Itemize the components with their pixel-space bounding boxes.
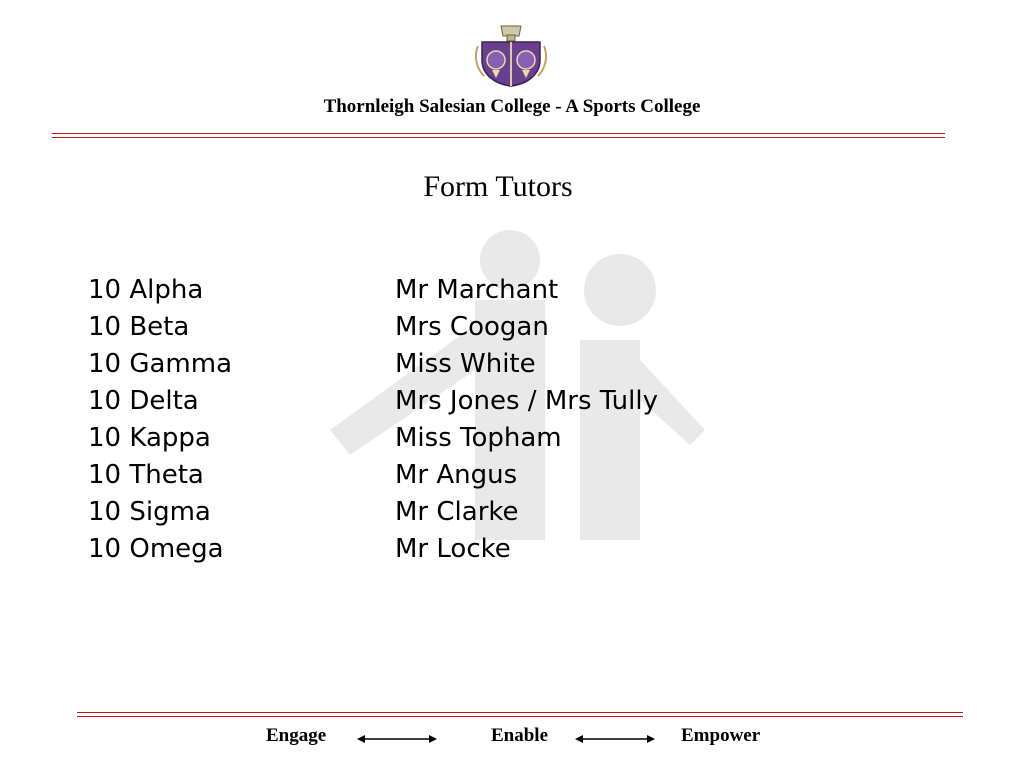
form-name: 10 Beta [88,312,190,342]
list-item: 10 Theta Mr Angus [88,457,788,494]
tutor-name: Mr Locke [395,534,511,564]
double-arrow-icon [575,735,655,743]
college-crest-icon [475,25,547,87]
slide-title: Form Tutors [423,170,573,203]
list-item: 10 Beta Mrs Coogan [88,309,788,346]
tutor-name: Mr Marchant [395,275,559,305]
footer-empower: Empower [681,725,761,746]
form-name: 10 Alpha [88,275,204,305]
header-rule [52,133,945,138]
form-name: 10 Omega [88,534,224,564]
tutor-name: Mrs Jones / Mrs Tully [395,386,658,416]
footer-rule [77,712,963,717]
list-item: 10 Sigma Mr Clarke [88,494,788,531]
footer-engage: Engage [266,725,327,746]
form-name: 10 Sigma [88,497,211,527]
tutor-name: Mr Clarke [395,497,519,527]
tutor-name: Mr Angus [395,460,518,490]
list-item: 10 Omega Mr Locke [88,531,788,568]
form-name: 10 Kappa [88,423,211,453]
form-name: 10 Theta [88,460,204,490]
list-item: 10 Delta Mrs Jones / Mrs Tully [88,383,788,420]
college-name: Thornleigh Salesian College - A Sports C… [323,96,701,117]
figures-watermark-icon [330,230,705,540]
form-name: 10 Gamma [88,349,233,379]
list-item: 10 Gamma Miss White [88,346,788,383]
footer-enable: Enable [491,725,549,746]
tutor-name: Mrs Coogan [395,312,549,342]
tutor-name: Miss White [395,349,536,379]
list-item: 10 Alpha Mr Marchant [88,272,788,309]
form-name: 10 Delta [88,386,199,416]
tutor-name: Miss Topham [395,423,562,453]
double-arrow-icon [357,735,437,743]
form-tutor-list: 10 Alpha Mr Marchant 10 Beta Mrs Coogan … [88,272,788,568]
list-item: 10 Kappa Miss Topham [88,420,788,457]
